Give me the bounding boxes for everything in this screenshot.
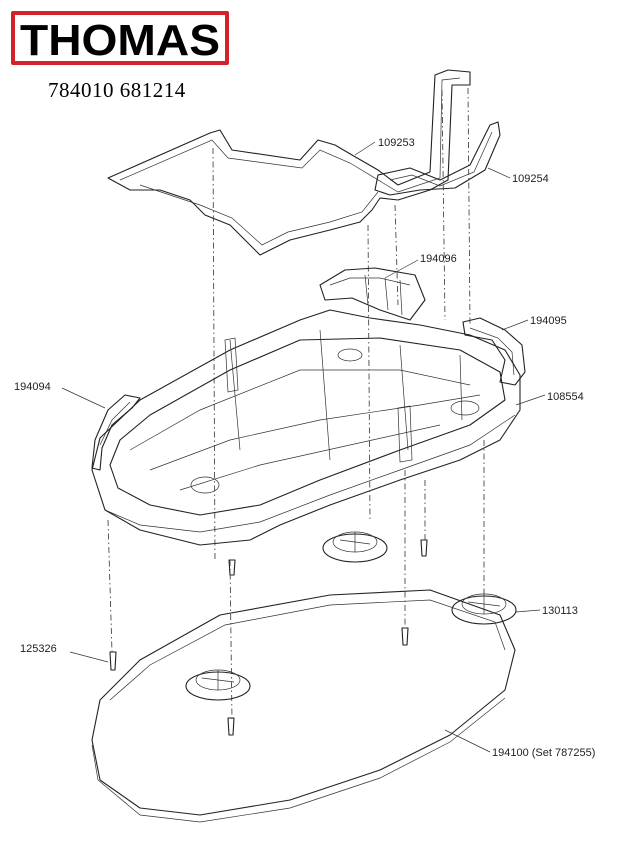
housing-108554 <box>91 309 521 546</box>
trim-194095 <box>462 317 526 386</box>
label-130113: 130113 <box>542 605 578 617</box>
assembly-lines <box>107 87 485 721</box>
label-125326: 125326 <box>20 643 57 655</box>
label-194095: 194095 <box>530 315 567 327</box>
label-109253: 109253 <box>378 137 415 149</box>
label-194096: 194096 <box>420 253 457 265</box>
wheel-130113-c <box>185 669 251 701</box>
label-108554: 108554 <box>547 391 584 403</box>
part-number: 784010 681214 <box>48 78 186 102</box>
thomas-logo: THOMAS <box>11 11 229 65</box>
wheel-130113-a <box>322 531 388 563</box>
logo-text: THOMAS <box>20 16 220 65</box>
label-194094: 194094 <box>14 381 51 393</box>
leader-lines <box>61 141 546 753</box>
gasket-109253 <box>107 69 471 256</box>
base-194100 <box>91 589 516 823</box>
cover-194096 <box>319 267 426 321</box>
label-194100: 194100 (Set 787255) <box>492 747 595 759</box>
gasket-109254 <box>374 121 501 196</box>
label-109254: 109254 <box>512 173 549 185</box>
screws-125326 <box>109 539 428 736</box>
